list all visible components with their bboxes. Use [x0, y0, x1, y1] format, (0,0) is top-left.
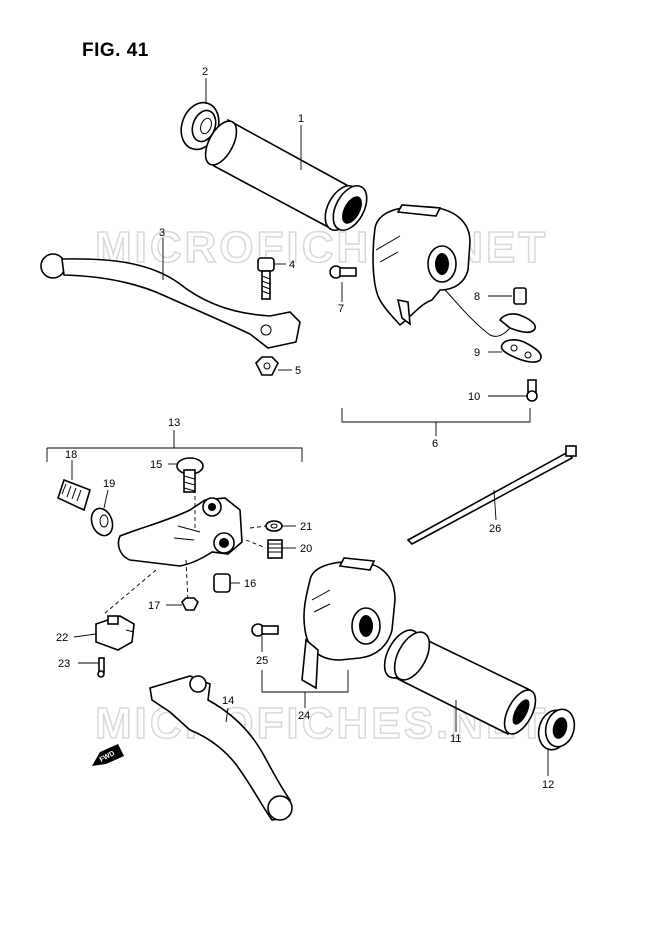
part-25-screw[interactable]	[251, 623, 279, 637]
part-7-screw[interactable]	[329, 265, 357, 279]
callout-17: 17	[148, 600, 160, 612]
callout-1: 1	[298, 113, 304, 125]
dash-22	[103, 569, 157, 615]
callout-19: 19	[103, 478, 115, 490]
callout-13: 13	[168, 417, 180, 429]
part-24-switch-housing-left[interactable]	[301, 557, 396, 690]
part-12-end-cap[interactable]	[534, 706, 578, 753]
part-5-nut[interactable]	[255, 356, 279, 376]
bracket-13	[46, 447, 303, 462]
part-8-connector[interactable]	[513, 287, 527, 305]
callout-26: 26	[489, 523, 501, 535]
part-20-bolt[interactable]	[267, 539, 283, 559]
part-4-pivot-bolt[interactable]	[257, 257, 275, 300]
fwd-arrow-icon: FWD	[92, 744, 124, 766]
callout-24: 24	[298, 710, 310, 722]
part-23-screw[interactable]	[97, 657, 105, 678]
part-14-brake-lever[interactable]	[149, 675, 293, 821]
part-16-nut[interactable]	[213, 573, 231, 593]
watermark-top: MICROFICHES.NET	[95, 223, 548, 272]
callout-15: 15	[150, 459, 162, 471]
callout-9: 9	[474, 347, 480, 359]
part-11-hand-grip[interactable]	[377, 624, 541, 738]
callout-10: 10	[468, 391, 480, 403]
part-21-washer[interactable]	[265, 520, 283, 532]
leader-22	[73, 633, 97, 638]
part-10-screw[interactable]	[526, 379, 538, 402]
part-19-locknut[interactable]	[88, 505, 116, 538]
callout-21: 21	[300, 521, 312, 533]
leader-14	[225, 707, 229, 723]
dash-20	[245, 539, 267, 549]
callout-20: 20	[300, 543, 312, 555]
figure-title: FIG. 41	[82, 40, 149, 61]
callout-3: 3	[159, 227, 165, 239]
part-17-nut[interactable]	[181, 597, 199, 611]
dash-21	[249, 525, 267, 529]
part-26-tie-strap[interactable]	[406, 445, 577, 545]
callout-22: 22	[56, 632, 68, 644]
callout-18: 18	[65, 449, 77, 461]
callout-8: 8	[474, 291, 480, 303]
part-15-bolt[interactable]	[176, 457, 204, 493]
callout-23: 23	[58, 658, 70, 670]
dash-17	[185, 559, 189, 603]
callout-7: 7	[338, 303, 344, 315]
callout-2: 2	[202, 66, 208, 78]
callout-25: 25	[256, 655, 268, 667]
leader-19	[103, 489, 109, 509]
part-6-switch-housing-right[interactable]	[372, 204, 516, 337]
part-9-clamp[interactable]	[498, 313, 542, 363]
callout-4: 4	[289, 259, 295, 271]
callout-12: 12	[542, 779, 554, 791]
callout-16: 16	[244, 578, 256, 590]
part-1-throttle-grip[interactable]	[199, 116, 373, 236]
part-18-adjuster[interactable]	[57, 478, 91, 512]
callout-14: 14	[222, 695, 234, 707]
part-22-brake-switch[interactable]	[95, 615, 135, 651]
callout-6: 6	[432, 438, 438, 450]
leader-26	[493, 489, 497, 521]
callout-5: 5	[295, 365, 301, 377]
part-3-clutch-lever[interactable]	[40, 253, 301, 349]
bracket-6	[341, 408, 531, 423]
part-13-master-cylinder-bracket[interactable]	[117, 497, 243, 567]
callout-11: 11	[450, 733, 461, 745]
